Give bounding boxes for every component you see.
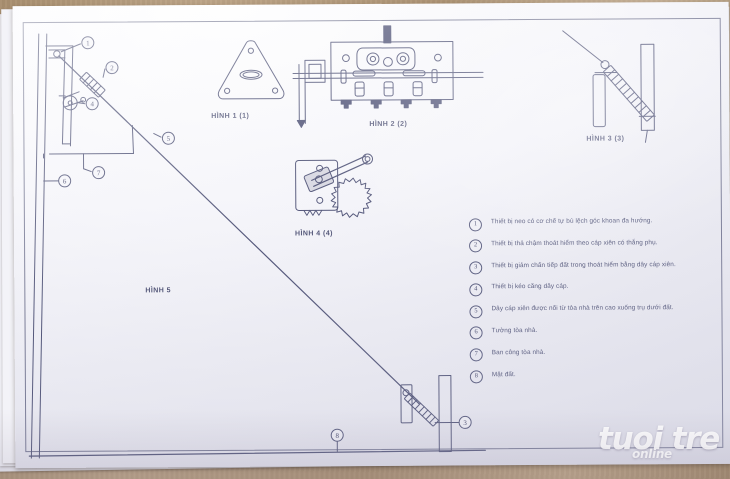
svg-text:7: 7 <box>97 169 101 177</box>
drawing-sheet: 1 2 4 7 <box>12 0 730 469</box>
technical-drawing: 1 2 4 7 <box>28 25 656 459</box>
legend-number: 1 <box>468 217 482 231</box>
damper-device-3 <box>400 384 452 427</box>
figure-3-assembly <box>562 30 656 143</box>
legend-item: 7 Ban công tòa nhà. <box>469 347 720 362</box>
callout-bubble-4: 4 <box>78 97 99 111</box>
svg-text:5: 5 <box>167 135 171 143</box>
legend-text: Dây cáp xiên được nối từ tòa nhà trên ca… <box>491 304 674 313</box>
ground-pole <box>438 375 452 453</box>
legend-item: 3 Thiết bị giảm chấn tiếp đất trong thoá… <box>469 259 719 275</box>
legend-number: 8 <box>469 370 483 384</box>
legend-text: Thiết bị thả chậm thoát hiểm theo cáp xi… <box>491 239 658 248</box>
caption-figure-4: HÌNH 4 (4) <box>294 230 333 238</box>
legend-text: Tường tòa nhà. <box>491 326 538 335</box>
legend-item: 8 Mặt đất. <box>469 368 720 384</box>
callout-bubble-8: 8 <box>330 428 344 442</box>
legend-number: 6 <box>469 326 483 340</box>
callout-bubble-2: 2 <box>102 61 119 78</box>
legend-number: 5 <box>469 305 483 319</box>
legend-item: 5 Dây cáp xiên được nối từ tòa nhà trên … <box>469 303 719 319</box>
legend-item: 4 Thiết bị kéo căng dây cáp. <box>469 281 719 297</box>
callout-bubble-5: 5 <box>153 131 175 145</box>
building-wall <box>30 33 48 459</box>
legend-number: 7 <box>469 348 483 362</box>
legend-item: 1 Thiết bị neo có cơ chế tự bù lệch góc … <box>468 216 719 231</box>
svg-text:4: 4 <box>90 100 94 108</box>
descender-device-2 <box>79 72 106 98</box>
legend-text: Mặt đất. <box>491 370 516 378</box>
figure-4-assembly <box>295 153 374 218</box>
caption-figure-2: HÌNH 2 (2) <box>369 120 408 129</box>
balcony-structure <box>42 45 134 170</box>
caption-figure-3: HÌNH 3 (3) <box>586 135 625 143</box>
svg-text:1: 1 <box>86 39 90 47</box>
svg-text:3: 3 <box>463 419 467 427</box>
callout-bubble-3: 3 <box>458 415 472 429</box>
legend-list: 1 Thiết bị neo có cơ chế tự bù lệch góc … <box>468 216 720 392</box>
legend-text: Thiết bị giảm chấn tiếp đất trong thoát … <box>491 260 676 269</box>
caption-figure-5: HÌNH 5 <box>145 287 172 295</box>
legend-text: Ban công tòa nhà. <box>491 348 546 357</box>
callout-bubble-7: 7 <box>83 166 106 180</box>
svg-text:8: 8 <box>335 432 339 440</box>
callout-bubble-6: 6 <box>58 174 72 188</box>
legend-number: 2 <box>469 239 483 253</box>
legend-number: 4 <box>469 283 483 297</box>
inclined-cable <box>58 55 420 405</box>
ground-line <box>28 449 486 457</box>
callout-bubble-1: 1 <box>60 36 95 53</box>
legend-text: Thiết bị neo có cơ chế tự bù lệch góc kh… <box>490 217 653 226</box>
svg-text:2: 2 <box>110 64 114 72</box>
tensioner-device-4 <box>58 91 87 111</box>
legend-number: 3 <box>469 261 483 275</box>
anchor-device-1 <box>48 49 66 59</box>
caption-figure-1: HÌNH 1 (1) <box>211 112 250 120</box>
figure-1-plate <box>217 40 285 100</box>
figure-2-assembly <box>292 25 484 128</box>
legend-item: 6 Tường tòa nhà. <box>469 325 720 340</box>
legend-item: 2 Thiết bị thả chậm thoát hiểm theo cáp … <box>469 238 719 253</box>
legend-text: Thiết bị kéo căng dây cáp. <box>491 283 569 291</box>
svg-text:6: 6 <box>63 177 67 185</box>
